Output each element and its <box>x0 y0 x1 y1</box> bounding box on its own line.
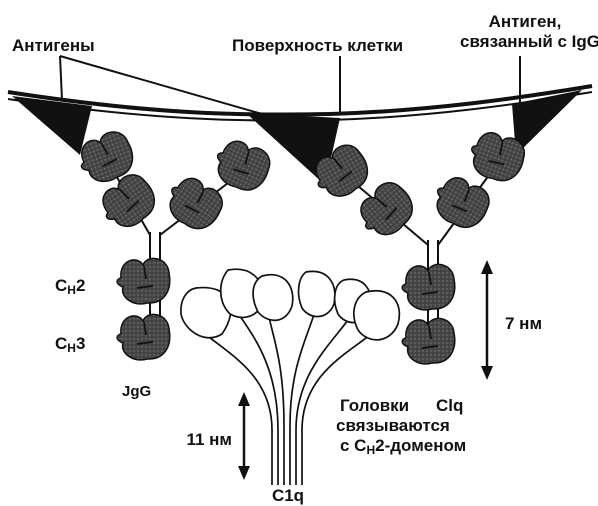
label-heads-line2: связываются <box>336 416 450 436</box>
label-heads-line3-sub: H <box>366 443 375 457</box>
leader-antigens-right <box>60 56 262 114</box>
label-heads-line3-pre: с C <box>340 436 366 455</box>
label-ch2-sub: H <box>67 283 76 297</box>
leader-antigens-left <box>60 56 62 100</box>
label-heads-c1q: Clq <box>436 396 463 416</box>
label-cell-surface: Поверхность клетки <box>232 36 403 56</box>
label-ch2-base: C <box>55 276 67 295</box>
arrow-7nm <box>481 260 493 380</box>
label-ch2: CH2 <box>55 276 85 296</box>
label-c1q: C1q <box>258 486 318 506</box>
label-7nm: 7 нм <box>505 314 542 334</box>
c1q-heads <box>181 269 399 340</box>
label-bound-antigen-line2: связанный с IgG <box>460 32 590 52</box>
label-heads-line1: Головки <box>340 396 409 416</box>
label-bound-antigen: Антиген, связанный с IgG <box>460 12 590 52</box>
label-bound-antigen-line1: Антиген, <box>460 12 590 32</box>
arrow-11nm <box>238 392 250 480</box>
label-11nm: 11 нм <box>172 430 232 450</box>
antigen-left <box>12 96 92 155</box>
igg-right <box>307 126 529 364</box>
label-antigens: Антигены <box>12 36 95 56</box>
label-heads-line3: с CH2-доменом <box>340 436 466 456</box>
label-ch3-base: C <box>55 334 67 353</box>
cell-surface-membrane <box>8 86 592 121</box>
label-ch2-num: 2 <box>76 276 85 295</box>
label-heads-line3-post: 2-доменом <box>375 436 466 455</box>
label-igg: JgG <box>122 382 151 402</box>
label-ch3: CH3 <box>55 334 85 354</box>
label-ch3-sub: H <box>67 341 76 355</box>
label-ch3-num: 3 <box>76 334 85 353</box>
